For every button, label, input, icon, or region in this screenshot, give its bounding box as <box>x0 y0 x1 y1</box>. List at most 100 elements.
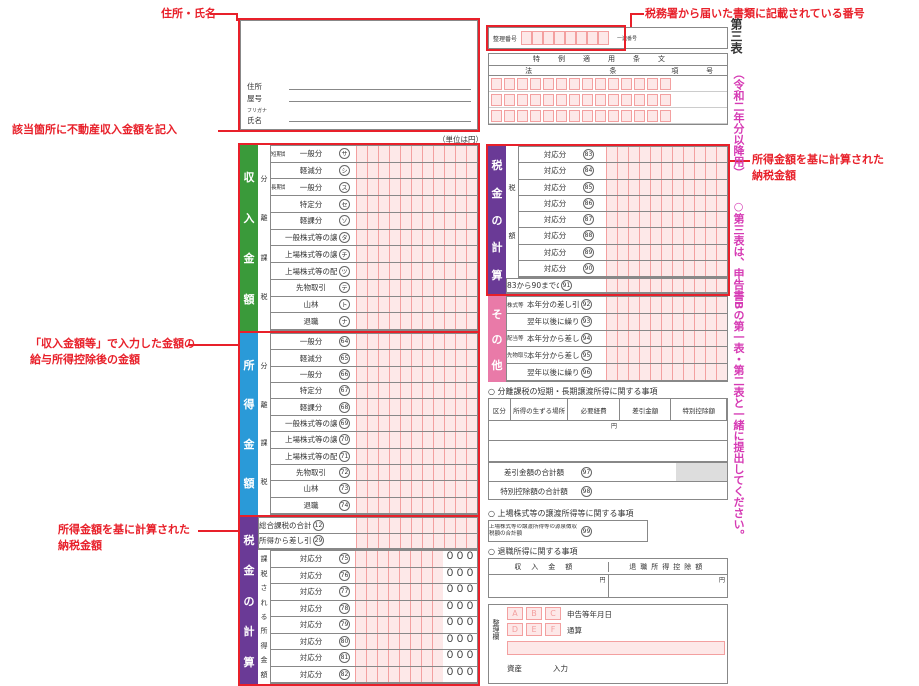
zeikin-left-amount-input[interactable]: ０００ <box>355 633 477 649</box>
seiri-label: 整理番号 <box>493 35 518 43</box>
shotoku-amount-input[interactable] <box>356 497 477 513</box>
shotoku-label-char: 金 <box>243 437 255 451</box>
income-amount-input[interactable] <box>356 196 477 212</box>
zeikin-left-amount-input[interactable]: ０００ <box>355 567 477 583</box>
shotoku-amount-input[interactable] <box>356 350 477 366</box>
tokubetsu-total-input[interactable] <box>596 482 676 500</box>
zeikin-right-total-amount-input[interactable] <box>606 279 727 292</box>
zeikin-top-row: 総合課税の合計額12 <box>259 518 477 534</box>
seiri-number-input[interactable] <box>521 31 610 45</box>
shotoku-amount-input[interactable] <box>356 334 477 350</box>
sonota-amount-input[interactable] <box>606 297 727 313</box>
zeikin-left-mark: 82 <box>339 668 350 680</box>
seiri-input[interactable] <box>507 641 725 655</box>
shotoku-amount-input[interactable] <box>356 399 477 415</box>
zeikin-right-amount-input[interactable] <box>606 179 727 195</box>
shotoku-mark: 68 <box>339 401 350 413</box>
shotoku-row: 上場株式等の譲渡70 <box>271 432 477 449</box>
sashihiki-total-input[interactable] <box>596 463 676 481</box>
zeikin-left-amount-input[interactable]: ０００ <box>355 584 477 600</box>
taishoku-col1: 収入金額 <box>489 561 609 572</box>
income-amount-input[interactable] <box>356 162 477 179</box>
sonota-amount-input[interactable] <box>606 313 727 330</box>
income-mark: テ <box>339 282 350 294</box>
zeikin-right-amount-input[interactable] <box>606 244 727 260</box>
seiri-code-box[interactable]: F <box>545 623 561 636</box>
zeikin-top-amount-input[interactable] <box>356 518 477 533</box>
income-amount-input[interactable] <box>356 212 477 229</box>
zeikin-left-zeros: ０００ <box>443 584 477 600</box>
shotoku-amount-input[interactable] <box>356 383 477 399</box>
income-mark: ス <box>339 181 350 193</box>
seiri-code-box[interactable]: D <box>507 623 523 636</box>
income-amount-input[interactable] <box>356 313 477 330</box>
zeikin-left-mark: 80 <box>339 635 350 647</box>
zeikin-left-amount-input[interactable]: ０００ <box>355 551 477 567</box>
income-amount-input[interactable] <box>356 179 477 196</box>
shotoku-label: 先物取引 <box>296 468 326 478</box>
sonota-mark: 94 <box>581 332 592 344</box>
sonota-label: 翌年以後に繰り越される損失の金額 <box>527 367 579 377</box>
income-amount-input[interactable] <box>356 263 477 279</box>
zeikin-right-amount-input[interactable] <box>606 212 727 228</box>
jojo-input[interactable] <box>596 521 646 541</box>
zeikin-right-mark: 86 <box>583 197 594 209</box>
zeikin-right-mark: 85 <box>583 181 594 193</box>
sonota-amount-input[interactable] <box>606 330 727 347</box>
zeikin-left-zeros: ０００ <box>443 551 477 567</box>
zeikin-right-amount-input[interactable] <box>606 147 727 163</box>
zeikin-right-amount-input[interactable] <box>606 260 727 276</box>
income-amount-input[interactable] <box>356 246 477 263</box>
income-row: 長期譲渡一般分ス <box>271 179 477 197</box>
seiri-code-box[interactable]: A <box>507 607 523 620</box>
zeikin-left-label: 対応分 <box>299 669 323 679</box>
zeikin-left-amount-input[interactable]: ０００ <box>355 617 477 633</box>
annotation-tax-right-2: 納税金額 <box>752 169 796 182</box>
taishoku-deduction-input[interactable]: 円 <box>718 577 725 584</box>
income-amount-input[interactable] <box>356 279 477 296</box>
shotoku-amount-input[interactable] <box>356 464 477 481</box>
address-highlight <box>238 18 480 132</box>
seiri-code-box[interactable]: B <box>526 607 542 620</box>
zeikin-right-amount-input[interactable] <box>606 163 727 179</box>
leader-number-v <box>630 13 632 28</box>
income-amount-input[interactable] <box>356 229 477 246</box>
zeikin-left-amount-input[interactable]: ０００ <box>355 600 477 616</box>
zeikin-right-amount-input[interactable] <box>606 228 727 244</box>
seiri-row: 整理番号 一連番号 <box>488 27 728 49</box>
tokurei-row[interactable] <box>489 76 727 92</box>
annotation-after-deduction-2: 給与所得控除後の金額 <box>30 353 140 366</box>
tokurei-row[interactable] <box>489 108 727 124</box>
zeikin-left-amount-input[interactable]: ０００ <box>355 666 477 682</box>
zeikin-right-amount-input[interactable] <box>606 195 727 211</box>
income-amount-input[interactable] <box>356 296 477 313</box>
shotoku-amount-input[interactable] <box>356 448 477 464</box>
shotoku-label: 上場株式等の譲渡 <box>285 435 337 445</box>
shotoku-amount-input[interactable] <box>356 415 477 432</box>
zeikin-right-total-mark: 91 <box>561 280 572 291</box>
tokurei-row[interactable] <box>489 92 727 108</box>
taishoku-income-input[interactable]: 円 <box>489 575 609 597</box>
income-label: 先物取引 <box>296 283 326 293</box>
sonota-amount-input[interactable] <box>606 364 727 380</box>
shotoku-amount-input[interactable] <box>356 481 477 497</box>
kazei-char: 得 <box>260 641 268 650</box>
sonota-amount-input[interactable] <box>606 347 727 364</box>
zeikin-left-amount-input[interactable]: ０００ <box>355 650 477 666</box>
kou-label: 項 <box>671 67 679 75</box>
zeikin-top-amount-input[interactable] <box>356 533 477 548</box>
seiri-code-box[interactable]: C <box>545 607 561 620</box>
seiri-code-box[interactable]: E <box>526 623 542 636</box>
zeikin-left-char: 算 <box>243 655 255 669</box>
income-amount-input[interactable] <box>356 146 477 162</box>
shotoku-amount-input[interactable] <box>356 366 477 383</box>
shotoku-amount-input[interactable] <box>356 432 477 448</box>
income-label: 一般分 <box>299 182 323 192</box>
